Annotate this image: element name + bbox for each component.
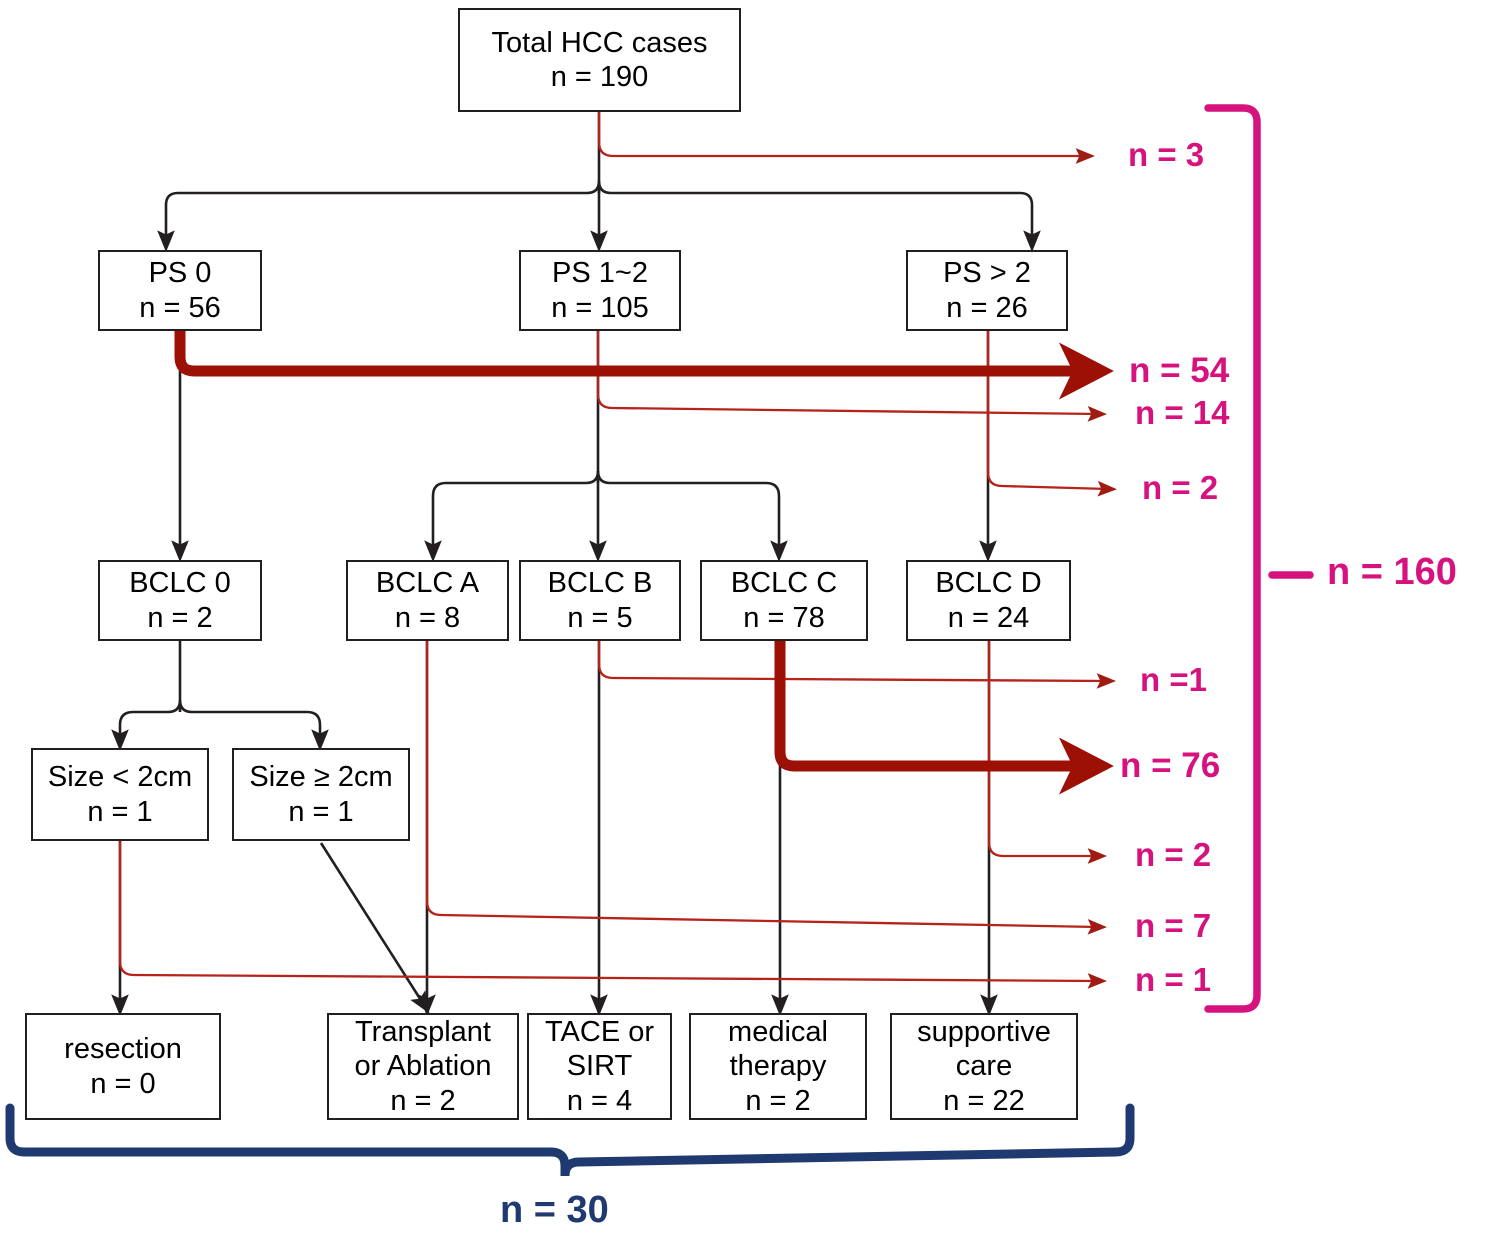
connector-group-exclusions-thin — [118, 112, 1117, 989]
node-bclcB-count: n = 5 — [567, 601, 633, 634]
connector-sizeGe-to-transplant — [319, 842, 430, 1014]
arrow-excl-2b — [987, 641, 1107, 864]
connector-bclc-split-bar — [431, 470, 781, 497]
exclusion-label-n1-bclcb: n =1 — [1140, 661, 1207, 698]
bracket-treated-path — [5, 1103, 1135, 1177]
node-ps12-count: n = 105 — [551, 291, 649, 324]
arrow-excl-7 — [425, 641, 1107, 935]
node-tace-count: n = 4 — [566, 1084, 633, 1117]
node-total-count: n = 190 — [550, 61, 649, 93]
bracket-excluded-total — [1204, 104, 1314, 1013]
node-ps-1-2: PS 1~2 n = 105 — [519, 250, 681, 331]
arrow-excl-2a — [986, 331, 1117, 497]
node-bclcB-label: BCLC B — [547, 567, 653, 600]
node-medical-count: n = 2 — [745, 1084, 811, 1117]
arrow-excl-76 — [774, 641, 1114, 795]
node-ps12-label: PS 1~2 — [552, 257, 648, 290]
node-psgt2-label: PS > 2 — [943, 257, 1031, 290]
connector-group-exclusions-thick — [174, 331, 1114, 795]
connector-size-split-bar — [118, 699, 322, 726]
node-sizeLt-label: Size < 2cm — [47, 761, 193, 794]
node-bclcC-label: BCLC C — [730, 567, 838, 600]
node-medical-label-line2: therapy — [729, 1050, 827, 1083]
node-ps-gt-2: PS > 2 n = 26 — [906, 250, 1068, 331]
exclusion-label-n1-sizelt: n = 1 — [1135, 961, 1212, 998]
exclusion-label-n54: n = 54 — [1129, 351, 1230, 390]
node-ps0-count: n = 56 — [139, 291, 221, 324]
node-bclcD-label: BCLC D — [935, 567, 1042, 600]
node-bclc-c: BCLC C n = 78 — [700, 560, 868, 641]
node-bclc-d: BCLC D n = 24 — [906, 560, 1071, 641]
node-bclcA-label: BCLC A — [375, 567, 480, 600]
arrow-excl-14 — [596, 331, 1107, 422]
node-transplant-label-line1: Transplant — [355, 1016, 491, 1049]
node-transplant-or-ablation: Transplant or Ablation n = 2 — [327, 1013, 519, 1120]
exclusion-label-n3: n = 3 — [1128, 136, 1205, 173]
node-bclc-b: BCLC B n = 5 — [519, 560, 681, 641]
connector-group-black — [111, 112, 1041, 1017]
node-bclc0-label: BCLC 0 — [129, 567, 231, 600]
node-bclc-a: BCLC A n = 8 — [346, 560, 509, 641]
node-size-ge-2cm: Size ≥ 2cm n = 1 — [232, 748, 410, 841]
node-supportive-label-line2: care — [955, 1050, 1013, 1083]
node-supportive-care: supportive care n = 22 — [890, 1013, 1078, 1120]
node-supportive-label-line1: supportive — [917, 1016, 1051, 1049]
node-size-lt-2cm: Size < 2cm n = 1 — [31, 748, 209, 841]
exclusion-label-n14: n = 14 — [1135, 394, 1230, 431]
node-transplant-label-line2: or Ablation — [354, 1050, 492, 1083]
node-sizeLt-count: n = 1 — [87, 795, 153, 828]
node-sizeGe-count: n = 1 — [288, 795, 354, 828]
node-ps0-label: PS 0 — [148, 257, 212, 290]
node-resection-label: resection — [64, 1033, 182, 1066]
node-tace-label-line2: SIRT — [566, 1050, 633, 1083]
arrow-excl-1a — [597, 641, 1116, 689]
node-bclc0-count: n = 2 — [147, 601, 213, 634]
node-resection-count: n = 0 — [90, 1067, 156, 1100]
node-medical-label-line1: medical — [728, 1016, 828, 1049]
arrow-excl-54 — [174, 331, 1114, 400]
exclusion-label-n7: n = 7 — [1135, 907, 1212, 944]
node-transplant-count: n = 2 — [390, 1084, 456, 1117]
arrow-excl-1b — [118, 841, 1107, 989]
bracket-label-treated-total: n = 30 — [500, 1189, 609, 1231]
node-tace-label-line1: TACE or — [544, 1016, 655, 1049]
arrow-excl-3 — [597, 112, 1095, 164]
node-ps-0: PS 0 n = 56 — [98, 250, 262, 331]
exclusion-label-n76: n = 76 — [1120, 746, 1221, 785]
node-bclc-0: BCLC 0 n = 2 — [98, 560, 262, 641]
node-medical-therapy: medical therapy n = 2 — [689, 1013, 867, 1120]
node-total-hcc-cases: Total HCC cases n = 190 — [458, 8, 741, 112]
node-resection: resection n = 0 — [25, 1013, 221, 1120]
node-supportive-count: n = 22 — [943, 1084, 1025, 1117]
exclusion-label-n2-bclcd: n = 2 — [1135, 836, 1212, 873]
bracket-treated-total — [5, 1103, 1135, 1177]
node-tace-or-sirt: TACE or SIRT n = 4 — [527, 1013, 672, 1120]
node-bclcC-count: n = 78 — [743, 601, 825, 634]
node-total-label: Total HCC cases — [491, 26, 708, 59]
exclusion-label-n2-psgt2: n = 2 — [1142, 469, 1219, 506]
node-bclcA-count: n = 8 — [394, 601, 461, 634]
node-sizeGe-label: Size ≥ 2cm — [249, 761, 393, 794]
node-bclcD-count: n = 24 — [947, 601, 1030, 634]
bracket-label-excluded-total: n = 160 — [1327, 551, 1457, 593]
bracket-excluded-path — [1204, 104, 1261, 1013]
node-psgt2-count: n = 26 — [946, 291, 1028, 324]
